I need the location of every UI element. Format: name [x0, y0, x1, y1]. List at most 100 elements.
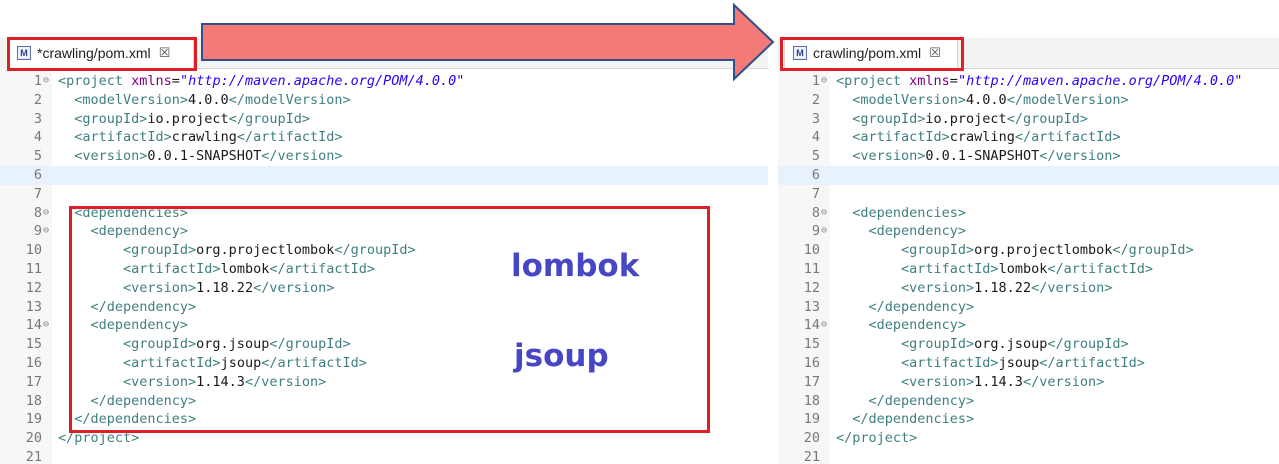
- code-text: <artifactId>jsoup</artifactId>: [58, 354, 367, 373]
- line-number: 19: [803, 411, 820, 428]
- code-text: <artifactId>jsoup</artifactId>: [836, 354, 1145, 373]
- fold-toggle-icon[interactable]: ⊖: [821, 225, 828, 237]
- code-text: <modelVersion>4.0.0</modelVersion>: [836, 91, 1128, 110]
- code-token: <groupId>: [58, 336, 197, 353]
- line-number: 12: [803, 279, 820, 296]
- line-number: 20: [803, 430, 820, 447]
- code-line[interactable]: 9⊖ <dependency>: [0, 222, 768, 241]
- fold-toggle-icon[interactable]: ⊖: [821, 206, 828, 218]
- code-token: </artifactId>: [261, 354, 367, 371]
- code-line[interactable]: 4 <artifactId>crawling</artifactId>: [778, 128, 1279, 147]
- code-line[interactable]: 12 <version>1.18.22</version>: [778, 279, 1279, 298]
- fold-toggle-icon[interactable]: ⊖: [43, 319, 50, 331]
- code-token: io.project: [147, 110, 229, 127]
- fold-toggle-icon[interactable]: ⊖: [821, 75, 828, 86]
- code-line[interactable]: 9⊖ <dependency>: [778, 222, 1279, 241]
- code-text: <version>1.18.22</version>: [836, 279, 1112, 298]
- close-icon[interactable]: ☒: [929, 45, 941, 61]
- code-token: <dependency>: [836, 223, 967, 240]
- line-number: 12: [25, 279, 42, 296]
- code-token: jsoup: [998, 354, 1040, 371]
- code-token: jsoup: [220, 354, 262, 371]
- code-line[interactable]: 20</project>: [0, 429, 768, 448]
- code-token: <artifactId>: [836, 354, 999, 371]
- code-line[interactable]: 7: [0, 185, 768, 204]
- code-line[interactable]: 11 <artifactId>lombok</artifactId>: [0, 260, 768, 279]
- right-editor-tab[interactable]: M crawling/pom.xml ☒: [784, 38, 958, 68]
- code-token: </groupId>: [269, 336, 351, 353]
- code-text: </dependency>: [836, 298, 975, 317]
- code-text: <dependency>: [836, 222, 967, 241]
- code-line[interactable]: 17 <version>1.14.3</version>: [0, 373, 768, 392]
- left-gutter: [0, 68, 52, 464]
- code-line[interactable]: 14⊖ <dependency>: [778, 316, 1279, 335]
- code-token: "http://maven.apache.org/POM/4.0.0": [179, 73, 465, 89]
- line-number: 13: [25, 298, 42, 315]
- code-line[interactable]: 21: [778, 448, 1279, 464]
- line-number: 7: [33, 185, 42, 202]
- code-token: 4.0.0: [188, 91, 229, 108]
- close-icon[interactable]: ☒: [158, 45, 171, 61]
- code-line[interactable]: 12 <version>1.18.22</version>: [0, 279, 768, 298]
- code-line[interactable]: 2 <modelVersion>4.0.0</modelVersion>: [778, 91, 1279, 110]
- code-line[interactable]: 5 <version>0.0.1-SNAPSHOT</version>: [778, 147, 1279, 166]
- code-token: lombok: [220, 260, 270, 277]
- code-token: org.projectlombok: [196, 242, 335, 259]
- line-number: 9: [33, 223, 42, 240]
- line-number: 11: [25, 260, 42, 277]
- code-line[interactable]: 6: [0, 165, 768, 185]
- code-line[interactable]: 6: [778, 165, 1279, 185]
- code-token: <artifactId>: [58, 260, 221, 277]
- code-line[interactable]: 8⊖ <dependencies>: [778, 204, 1279, 223]
- code-line[interactable]: 13 </dependency>: [0, 298, 768, 317]
- code-line[interactable]: 11 <artifactId>lombok</artifactId>: [778, 260, 1279, 279]
- code-token: <artifactId>: [836, 129, 950, 146]
- line-number: 14: [25, 317, 42, 334]
- code-line[interactable]: 15 <groupId>org.jsoup</groupId>: [0, 335, 768, 354]
- fold-toggle-icon[interactable]: ⊖: [821, 319, 828, 331]
- code-line[interactable]: 20</project>: [778, 429, 1279, 448]
- code-line[interactable]: 16 <artifactId>jsoup</artifactId>: [778, 354, 1279, 373]
- line-number: 1: [811, 73, 820, 89]
- code-line[interactable]: 1⊖<project xmlns="http://maven.apache.or…: [0, 72, 768, 91]
- code-line[interactable]: 1⊖<project xmlns="http://maven.apache.or…: [778, 72, 1279, 91]
- left-editor-tab[interactable]: M *crawling/pom.xml ☒: [8, 38, 194, 68]
- code-line[interactable]: 21: [0, 448, 768, 464]
- line-number: 5: [811, 148, 820, 165]
- code-token: 1.18.22: [974, 279, 1032, 296]
- code-text: <groupId>org.jsoup</groupId>: [58, 335, 351, 354]
- code-token: crawling: [171, 129, 237, 146]
- line-number: 1: [33, 73, 42, 89]
- code-line[interactable]: 16 <artifactId>jsoup</artifactId>: [0, 354, 768, 373]
- code-line[interactable]: 7: [778, 185, 1279, 204]
- code-line[interactable]: 10 <groupId>org.projectlombok</groupId>: [0, 241, 768, 260]
- code-line[interactable]: 14⊖ <dependency>: [0, 316, 768, 335]
- code-line[interactable]: 5 <version>0.0.1-SNAPSHOT</version>: [0, 147, 768, 166]
- code-line[interactable]: 13 </dependency>: [778, 298, 1279, 317]
- code-line[interactable]: 18 </dependency>: [0, 392, 768, 411]
- line-number: 3: [33, 110, 42, 127]
- code-line[interactable]: 19 </dependencies>: [0, 410, 768, 429]
- code-line[interactable]: 3 <groupId>io.project</groupId>: [778, 110, 1279, 129]
- code-line[interactable]: 4 <artifactId>crawling</artifactId>: [0, 128, 768, 147]
- code-line[interactable]: 15 <groupId>org.jsoup</groupId>: [778, 335, 1279, 354]
- code-token: </groupId>: [1112, 242, 1194, 259]
- line-number: 15: [25, 336, 42, 353]
- fold-toggle-icon[interactable]: ⊖: [43, 225, 50, 237]
- code-text: <groupId>io.project</groupId>: [58, 110, 310, 129]
- code-line[interactable]: 18 </dependency>: [778, 392, 1279, 411]
- fold-toggle-icon[interactable]: ⊖: [43, 75, 50, 86]
- fold-toggle-icon[interactable]: ⊖: [43, 206, 50, 218]
- line-number: 2: [33, 91, 42, 108]
- code-token: 1.14.3: [196, 373, 245, 390]
- code-line[interactable]: 10 <groupId>org.projectlombok</groupId>: [778, 241, 1279, 260]
- code-line[interactable]: 19 </dependencies>: [778, 410, 1279, 429]
- code-token: </dependency>: [58, 392, 197, 409]
- code-line[interactable]: 17 <version>1.14.3</version>: [778, 373, 1279, 392]
- code-line[interactable]: 2 <modelVersion>4.0.0</modelVersion>: [0, 91, 768, 110]
- right-code-editor[interactable]: 1⊖<project xmlns="http://maven.apache.or…: [778, 72, 1279, 464]
- code-line[interactable]: 3 <groupId>io.project</groupId>: [0, 110, 768, 129]
- code-token: </version>: [261, 148, 343, 165]
- line-number: 20: [25, 430, 42, 447]
- code-token: <modelVersion>: [58, 91, 189, 108]
